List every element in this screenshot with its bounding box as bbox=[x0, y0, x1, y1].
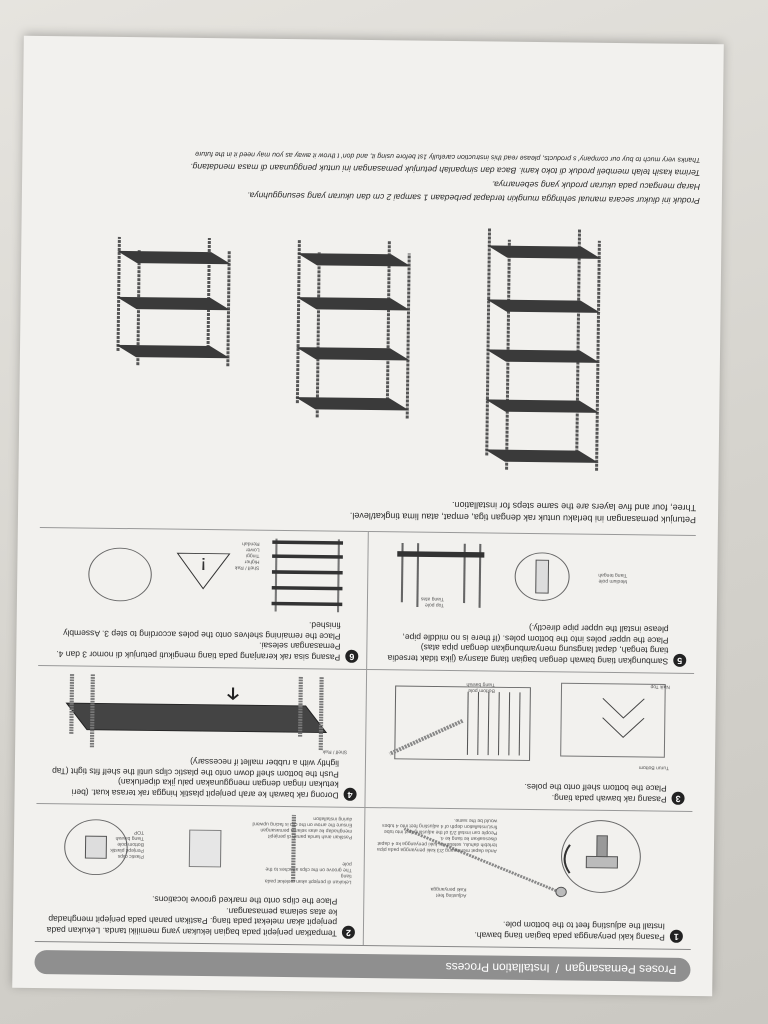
step-6-text-en: Place the remaining shelves onto the pol… bbox=[63, 620, 341, 642]
step-3-label: Top bbox=[650, 683, 659, 690]
step-4-illustration: Shelf / Rak bbox=[45, 672, 358, 755]
step-5-text-id: Sambungkan tiang bawah dengan bagian tia… bbox=[387, 643, 669, 667]
step-3-label: Turun bbox=[656, 764, 669, 771]
step-6-label: Lower bbox=[245, 546, 260, 553]
step-number: 5 bbox=[673, 653, 687, 667]
step-1-note: People can install 2/3 of the adjusting … bbox=[382, 817, 498, 836]
step-3-label: Tiang bawah bbox=[466, 681, 495, 688]
step-2-label: Plastic clips bbox=[117, 852, 144, 860]
step-number: 6 bbox=[345, 649, 359, 663]
header-title-id: Proses Pemasangan bbox=[564, 961, 677, 977]
step-2-note: Pastikan arah tanda panah di penjepit me… bbox=[260, 826, 353, 840]
step-2-label: Tiang bawah bbox=[115, 834, 145, 842]
step-2-note: Lekukan di penjepit akan melekat pada ti… bbox=[264, 872, 352, 885]
header-separator: / bbox=[555, 961, 560, 976]
step-3: 3 Pasang rak bawah pada tiang. Place the… bbox=[364, 668, 695, 811]
step-2: 2 Tempatkan penjepit pada bagian lekukan… bbox=[34, 802, 365, 945]
footer-notes: Produk ini diukur secara manual sehingga… bbox=[44, 145, 701, 206]
step-3-label: Naik bbox=[659, 683, 670, 690]
step-4-label: Shelf / Rak bbox=[322, 748, 348, 755]
step-6-illustration: ! Shelf / Rak Higher Tinggi Lower Rendah bbox=[47, 534, 360, 617]
step-4-text-en: Push the bottom shelf down onto the plas… bbox=[52, 756, 340, 780]
step-5-illustration: Top pole Tiang atas Medium pole Tiang te… bbox=[376, 538, 688, 615]
step-number: 1 bbox=[669, 929, 683, 943]
step-1-label: Adjusting feet bbox=[436, 891, 467, 899]
step-3-text-en: Place the bottom shelf onto the poles. bbox=[524, 782, 667, 795]
instruction-sheet: Proses Pemasangan / Installation Process… bbox=[12, 35, 724, 997]
step-3-label: Bottom pole bbox=[468, 687, 495, 694]
steps-grid: 1 Pasang kaki penyangga pada bagian tian… bbox=[34, 526, 696, 950]
step-5-text-en: Place the upper poles into the bottom po… bbox=[402, 623, 669, 646]
step-2-note: The groove on the clips attaches to the … bbox=[265, 860, 352, 873]
step-2-text-id: Tempatkan penjepit pada bagian lekukan y… bbox=[46, 906, 338, 939]
step-1: 1 Pasang kaki penyangga pada bagian tian… bbox=[362, 806, 693, 949]
step-2-note: Ensure the arrow on the clip is facing u… bbox=[252, 815, 353, 828]
step-5-label: Tiang atas bbox=[420, 595, 445, 602]
step-number: 4 bbox=[343, 787, 357, 801]
svg-text:!: ! bbox=[200, 553, 206, 572]
step-6-label: Higher bbox=[244, 558, 260, 565]
shelf-clip-drawing bbox=[388, 682, 666, 761]
step-3-label: Bottom bbox=[638, 764, 655, 771]
header-title-en: Installation Process bbox=[445, 959, 550, 976]
shelf-variants-drawing bbox=[116, 227, 602, 471]
step-4: 4 Dorong rak bawah ke arah penjepit plas… bbox=[36, 664, 367, 807]
step-2-label: Penjepit plastik bbox=[110, 846, 144, 854]
step-6-label: Shelf / Rak bbox=[234, 564, 260, 571]
section-header: Proses Pemasangan / Installation Process bbox=[34, 949, 691, 982]
step-5-label: Medium pole bbox=[598, 577, 628, 585]
shelf-push-drawing bbox=[65, 674, 328, 751]
step-5-label: Top pole bbox=[424, 601, 444, 608]
pole-join-drawing bbox=[397, 542, 570, 608]
step-4-text-id: Dorong rak bawah ke arah penjepit plasti… bbox=[71, 777, 339, 801]
step-number: 3 bbox=[671, 791, 685, 805]
step-1-text-id: Pasang kaki penyangga pada bagian tiang … bbox=[474, 930, 665, 943]
step-1-illustration: Adjusting feet Kaki penyangga Anda dapat… bbox=[372, 814, 684, 903]
step-3-text-id: Pasang rak bawah pada tiang. bbox=[551, 793, 667, 805]
step-2-illustration: Lekukan di penjepit akan melekat pada ti… bbox=[43, 810, 356, 887]
step-1-note: Anda dapat memasang 2/3 kaki penyangga p… bbox=[377, 834, 498, 854]
step-1-label: Kaki penyangga bbox=[430, 885, 467, 893]
step-5-label: Tiang tengah bbox=[598, 571, 628, 579]
step-6-label: Tinggi bbox=[246, 552, 260, 559]
step-6-text-id: Pasang sisa rak keranjang pada tiang men… bbox=[56, 641, 341, 663]
shelf-stack-drawing: ! bbox=[88, 538, 344, 613]
clip-drawing bbox=[64, 814, 297, 882]
step-number: 2 bbox=[341, 925, 355, 939]
lower-section: Petunjuk pemasangan ini berlaku untuk ra… bbox=[40, 218, 700, 526]
step-6-label: Rendah bbox=[242, 540, 260, 547]
adjusting-foot-drawing bbox=[403, 820, 641, 898]
shelf-5-tier bbox=[485, 227, 601, 471]
step-3-illustration: Turun Bottom Naik Top Bottom pole Tiang … bbox=[374, 676, 686, 777]
step-5: 5 Sambungkan tiang bawah dengan bagian t… bbox=[366, 530, 696, 673]
step-6: 6 Pasang sisa rak keranjang pada tiang m… bbox=[38, 526, 368, 669]
step-2-label: TOP bbox=[133, 829, 145, 836]
